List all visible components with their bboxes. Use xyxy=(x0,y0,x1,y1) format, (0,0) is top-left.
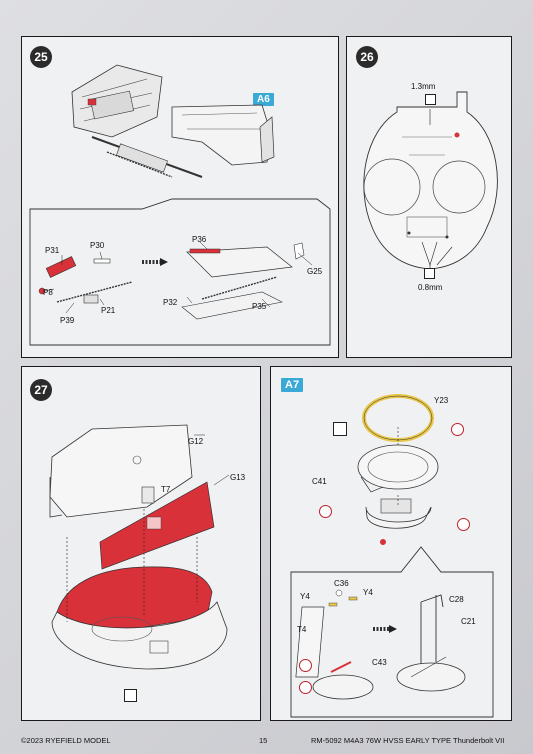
part-label-c28: C28 xyxy=(449,595,464,604)
drill-size-top: 1.3mm xyxy=(411,82,436,91)
part-label-p39: P39 xyxy=(60,316,75,325)
step-number: 27 xyxy=(30,379,52,401)
part-label-p36: P36 xyxy=(192,235,207,244)
no-glue-icon xyxy=(299,659,312,672)
cement-icon xyxy=(333,422,347,436)
no-glue-icon xyxy=(319,505,332,518)
part-label-g13: G13 xyxy=(230,473,246,482)
part-label-y23: Y23 xyxy=(434,396,449,405)
step-25-panel: 25 A6 xyxy=(21,36,339,358)
drill-icon xyxy=(424,268,435,279)
part-label-c36: C36 xyxy=(334,579,349,588)
part-label-p8: P8 xyxy=(43,288,53,297)
no-glue-icon xyxy=(299,681,312,694)
reference-badge: A7 xyxy=(281,378,304,392)
step-26-panel: 26 1.3mm 0.8mm xyxy=(346,36,512,358)
a7-panel: A7 xyxy=(270,366,512,721)
part-label-p32: P32 xyxy=(163,298,178,307)
paint-brush-icon xyxy=(124,689,137,702)
turret-basket-assembly-drawing xyxy=(49,424,230,670)
part-label-p31: P31 xyxy=(45,246,60,255)
part-label-c21: C21 xyxy=(461,617,476,626)
part-label-p30: P30 xyxy=(90,241,105,250)
part-label-g25: G25 xyxy=(307,267,323,276)
step-number: 26 xyxy=(356,46,378,68)
footer-copyright: ©2023 RYEFIELD MODEL xyxy=(21,736,111,745)
drill-icon xyxy=(425,94,436,105)
footer-page-number: 15 xyxy=(259,736,268,745)
drill-size-bottom: 0.8mm xyxy=(418,283,443,292)
part-label-p35: P35 xyxy=(252,302,267,311)
part-label-t7: T7 xyxy=(161,485,171,494)
step-27-panel: 27 G12 T7 G13 xyxy=(21,366,261,721)
no-glue-icon xyxy=(451,423,464,436)
turret-roof-drawing xyxy=(363,91,498,271)
part-label-t4: T4 xyxy=(297,625,307,634)
footer-title: RM-5092 M4A3 76W HVSS EARLY TYPE Thunder… xyxy=(311,736,505,745)
turret-mg-assembly-drawing xyxy=(29,64,331,346)
part-label-c41: C41 xyxy=(312,477,327,486)
reference-badge: A6 xyxy=(253,93,274,106)
step-number: 25 xyxy=(30,46,52,68)
part-label-y4-left: Y4 xyxy=(300,592,310,601)
no-glue-icon xyxy=(457,518,470,531)
part-label-p21: P21 xyxy=(101,306,116,315)
part-label-y4-right: Y4 xyxy=(363,588,373,597)
part-label-g12: G12 xyxy=(188,437,204,446)
part-label-c43: C43 xyxy=(372,658,387,667)
